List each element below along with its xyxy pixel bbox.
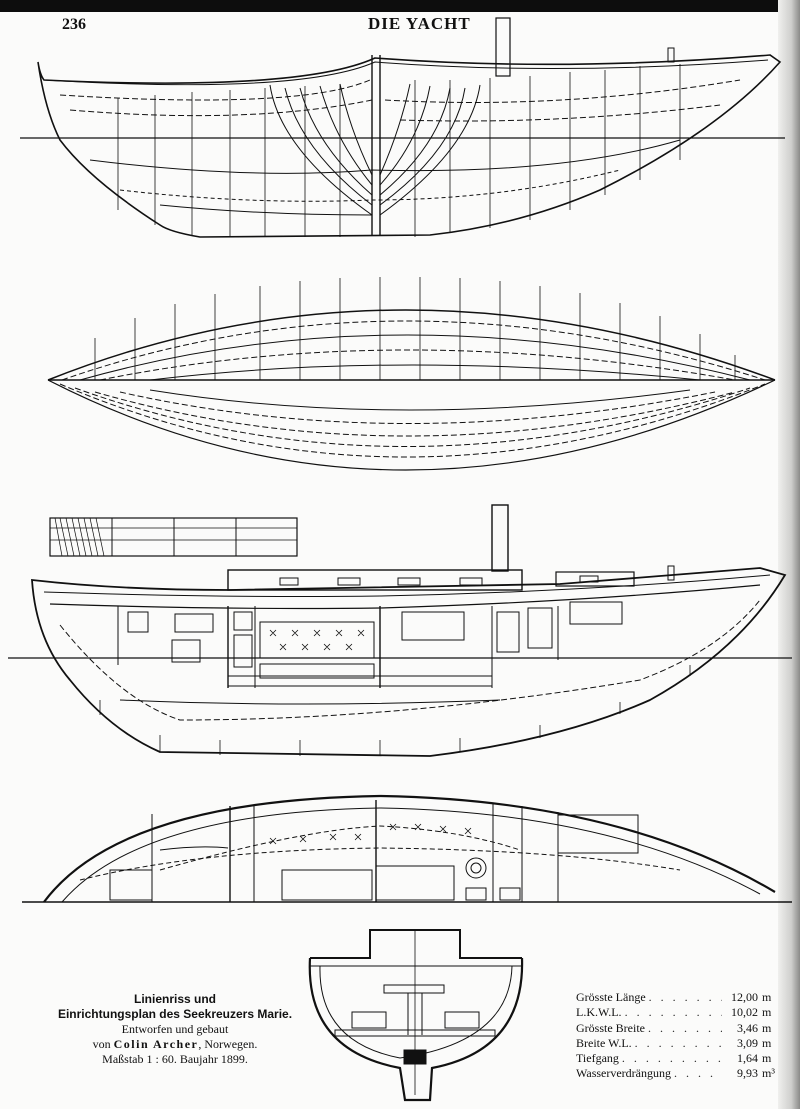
caption-line4: von Colin Archer, Norwegen. xyxy=(40,1037,310,1052)
midship-section xyxy=(308,929,524,1102)
accommodation-profile xyxy=(8,504,792,757)
spec-label: L.K.W.L. xyxy=(576,1005,622,1020)
spec-label: Grösste Breite xyxy=(576,1020,645,1035)
spec-unit: m xyxy=(762,990,772,1004)
specifications-table: Grösste Länge . . . . . . . . . 12,00 m … xyxy=(576,990,776,1082)
spec-row: Breite W.L. . . . . . . . . . . 3,09 m xyxy=(576,1036,776,1051)
spec-value: 1,64 xyxy=(737,1051,758,1066)
spec-value: 9,93 xyxy=(737,1066,758,1081)
leader-dots: . . . . . . . . . . . xyxy=(621,1051,722,1066)
caption-line4-suffix: , Norwegen. xyxy=(198,1037,258,1051)
spec-row: Grösste Breite . . . . . . . . . 3,46 m xyxy=(576,1021,776,1036)
figure-caption: Linienriss und Einrichtungsplan des Seek… xyxy=(40,992,310,1067)
spec-row: Tiefgang . . . . . . . . . . . 1,64 m xyxy=(576,1051,776,1066)
leader-dots: . . . . . . . . . . xyxy=(634,1035,722,1050)
leader-dots: . . . . . . . . . xyxy=(647,1020,722,1035)
caption-line4-prefix: von xyxy=(92,1037,114,1051)
spec-unit: m xyxy=(762,1005,772,1020)
leader-dots: . . . . . xyxy=(674,1066,722,1081)
spec-label: Wasserverdrängung xyxy=(576,1066,671,1081)
half-breadth-plan xyxy=(47,277,776,471)
spec-value: 3,09 xyxy=(737,1035,758,1050)
accommodation-plan xyxy=(22,794,792,903)
leader-dots: . . . . . . . . . xyxy=(648,990,722,1004)
spec-unit: m xyxy=(762,1035,772,1050)
scan-border-right xyxy=(778,0,800,1109)
spec-row: L.K.W.L. . . . . . . . . . . . 10,02 m xyxy=(576,1005,776,1020)
scan-border-top xyxy=(0,0,800,12)
caption-line3: Entworfen und gebaut xyxy=(121,1022,229,1036)
caption-line5: Maßstab 1 : 60. Baujahr 1899. xyxy=(102,1052,248,1066)
leader-dots: . . . . . . . . . . . xyxy=(624,1005,722,1020)
page-number: 236 xyxy=(62,16,86,33)
spec-value: 12,00 xyxy=(731,990,758,1004)
spec-unit: m xyxy=(762,1020,772,1035)
spec-row: Grösste Länge . . . . . . . . . 12,00 m xyxy=(576,990,776,1005)
spec-label: Grösste Länge xyxy=(576,990,646,1004)
spec-row: Wasserverdrängung . . . . . 9,93 m³ xyxy=(576,1066,776,1081)
spec-value: 10,02 xyxy=(731,1005,758,1020)
spec-unit: m xyxy=(762,1051,772,1066)
profile-lines-plan xyxy=(20,17,785,238)
caption-title-line1: Linienriss und xyxy=(133,992,216,1006)
spec-label: Breite W.L. xyxy=(576,1035,632,1050)
spec-label: Tiefgang xyxy=(576,1051,619,1066)
spec-value: 3,46 xyxy=(737,1020,758,1035)
scale-bar xyxy=(49,517,298,557)
running-head: DIE YACHT xyxy=(368,14,471,33)
spec-unit: m³ xyxy=(762,1066,775,1081)
caption-title-line2: Einrichtungsplan des Seekreuzers Marie. xyxy=(57,1007,293,1021)
designer-name: Colin Archer xyxy=(113,1037,199,1051)
